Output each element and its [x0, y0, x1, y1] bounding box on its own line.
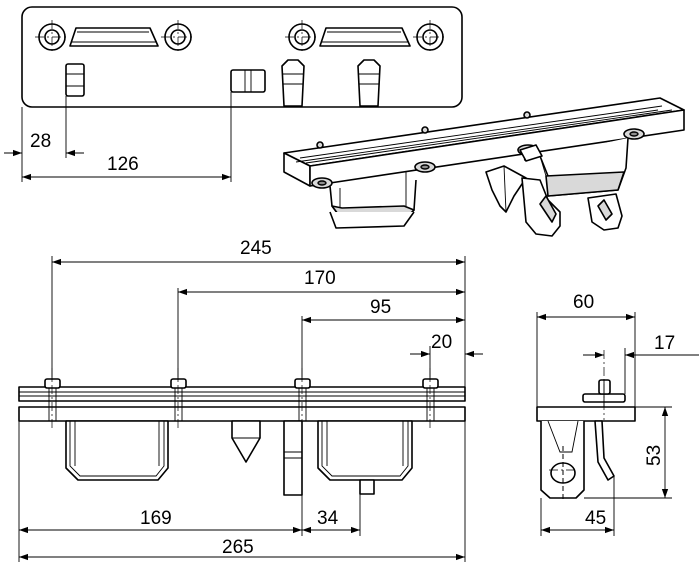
- front-bolt-1: [44, 368, 61, 430]
- dim-265-label: 265: [222, 537, 254, 558]
- top-view-bolt-2: [161, 20, 195, 54]
- dim-95-label: 95: [370, 297, 391, 318]
- dim-245: 245: [51, 238, 466, 387]
- top-view-clip-left: [65, 63, 85, 97]
- front-peg: [359, 479, 375, 495]
- front-bolt-4: [422, 368, 439, 430]
- top-view-hook-right: [357, 59, 381, 107]
- front-box-right: [317, 420, 413, 495]
- dim-45: 45: [540, 476, 615, 536]
- dim-17-label: 17: [654, 333, 675, 354]
- top-view-slot-left: [69, 27, 159, 47]
- dim-28: 28: [4, 96, 84, 182]
- dim-45-label: 45: [585, 508, 606, 529]
- front-top-rail: [18, 386, 466, 402]
- side-view: 60 17 53 45: [536, 292, 699, 536]
- top-view-bolt-1: [35, 20, 69, 54]
- front-view: 245 170 95 20 169: [18, 238, 483, 562]
- dim-34-label: 34: [317, 508, 339, 529]
- top-view: 28 126: [4, 6, 463, 182]
- dim-126-label: 126: [107, 154, 139, 175]
- dim-169-label: 169: [140, 508, 172, 529]
- dim-28-label: 28: [30, 131, 51, 152]
- front-base-plate: [18, 406, 466, 422]
- dim-245-label: 245: [240, 238, 272, 259]
- top-view-bolt-4: [413, 20, 447, 54]
- iso-plate-side: [309, 109, 685, 187]
- side-base-plate: [536, 406, 636, 422]
- dim-17: 17: [583, 333, 699, 394]
- front-clip: [283, 420, 303, 496]
- top-view-latch: [230, 69, 266, 93]
- dim-95: 95: [301, 297, 465, 380]
- iso-hook-right: [587, 193, 623, 231]
- dim-53: 53: [584, 406, 672, 499]
- iso-clip: [519, 144, 543, 162]
- dim-53-label: 53: [644, 445, 665, 466]
- dim-34: 34: [302, 494, 361, 536]
- top-view-slot-right: [319, 27, 411, 47]
- side-body: [540, 420, 585, 500]
- dim-60-label: 60: [573, 292, 594, 313]
- dim-20: 20: [410, 332, 483, 380]
- isometric-view: [283, 97, 685, 237]
- dim-265: 265: [19, 421, 466, 562]
- side-hook: [594, 420, 615, 481]
- iso-wedge: [485, 165, 527, 213]
- front-wedge: [231, 420, 261, 463]
- dim-60: 60: [536, 292, 636, 407]
- iso-bracket-right: [523, 137, 629, 197]
- iso-bracket-left: [329, 172, 417, 229]
- front-box-left: [65, 420, 169, 481]
- side-bolt: [582, 350, 626, 420]
- dim-170: 170: [177, 268, 465, 380]
- iso-hook-left: [521, 177, 561, 237]
- front-bolt-2: [170, 368, 187, 430]
- top-view-bolt-3: [285, 20, 319, 54]
- dim-170-label: 170: [304, 268, 336, 289]
- top-view-hook-left: [281, 59, 305, 107]
- dim-126: 126: [22, 92, 232, 182]
- dim-20-label: 20: [431, 332, 452, 353]
